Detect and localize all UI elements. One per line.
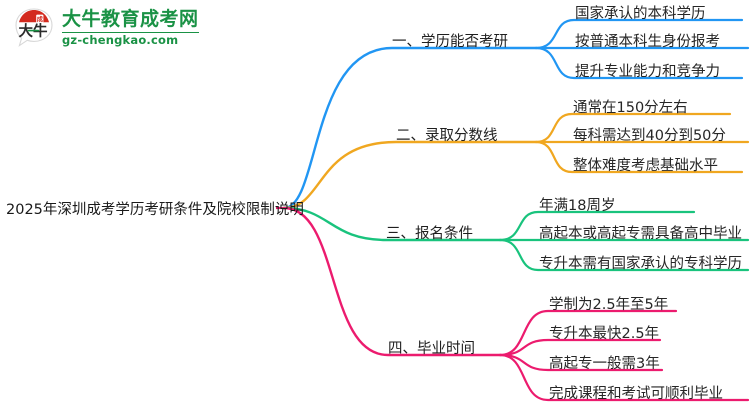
logo-wordmark: 大牛教育成考网 gz-chengkao.com [62,7,199,47]
leaf-4-4[interactable]: 完成课程和考试可顺利毕业 [549,386,723,402]
branch-label-3[interactable]: 三、报名条件 [386,226,473,242]
leaf-3-1[interactable]: 年满18周岁 [539,198,616,214]
branch-label-4[interactable]: 四、毕业时间 [388,341,475,357]
branch-3-edges [282,206,750,272]
leaf-1-2[interactable]: 按普通本科生身份报考 [575,34,720,50]
daniu-logo-icon: 成 大牛 [12,6,56,50]
root-node-label[interactable]: 2025年深圳成考学历考研条件及院校限制说明 [6,202,304,218]
branch-4-edges [282,206,750,402]
leaf-4-3[interactable]: 高起专一般需3年 [549,356,660,372]
site-logo: 成 大牛 大牛教育成考网 gz-chengkao.com [12,6,199,50]
branch-1-edges [282,18,750,210]
leaf-2-1[interactable]: 通常在150分左右 [573,100,688,116]
leaf-4-2[interactable]: 专升本最快2.5年 [549,326,660,342]
branch-label-2[interactable]: 二、录取分数线 [396,128,498,144]
branch-2-edges [282,112,750,210]
leaf-1-1[interactable]: 国家承认的本科学历 [575,6,706,22]
leaf-2-2[interactable]: 每科需达到40分到50分 [573,128,726,144]
leaf-3-2[interactable]: 高起本或高起专需具备高中毕业 [539,226,742,242]
leaf-2-3[interactable]: 整体难度考虑基础水平 [573,158,718,174]
svg-text:成: 成 [37,15,44,23]
branch-label-1[interactable]: 一、学历能否考研 [392,34,508,50]
logo-domain: gz-chengkao.com [62,31,199,47]
leaf-1-3[interactable]: 提升专业能力和竞争力 [575,64,720,80]
leaf-4-1[interactable]: 学制为2.5年至5年 [549,297,669,313]
leaf-3-3[interactable]: 专升本需有国家承认的专科学历 [539,256,742,272]
logo-company-name: 大牛教育成考网 [62,7,199,30]
